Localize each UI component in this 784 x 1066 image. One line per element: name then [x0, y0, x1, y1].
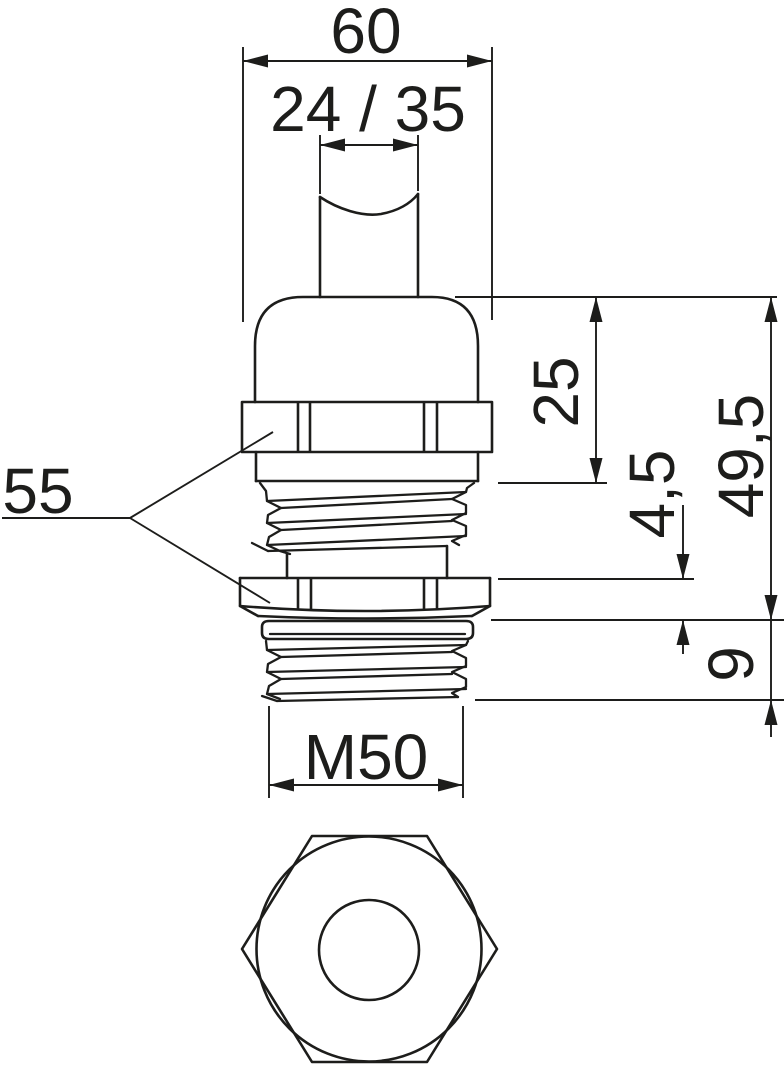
lower-thread: [260, 639, 470, 703]
cable-stub-outline: [318, 192, 420, 299]
upper-section-height-label: 25: [520, 356, 592, 427]
arrowhead-left: [320, 138, 345, 152]
leader-line: [129, 517, 271, 604]
arrowhead-down: [764, 595, 778, 620]
locknut-height-label: 4,5: [616, 450, 688, 539]
arrowhead-up: [589, 297, 603, 322]
thread-line: [265, 643, 468, 652]
lower-hex-nut: [238, 576, 492, 620]
dim-thread-size: [268, 706, 464, 798]
bottom-view: [240, 834, 499, 1064]
arrowhead-left: [269, 778, 294, 792]
arrowhead-right: [393, 138, 418, 152]
dim-spanner-size-leader: [2, 431, 274, 604]
thread-line: [265, 534, 468, 547]
cable-bore-circle: [317, 898, 421, 1002]
arrowhead-down: [676, 554, 690, 579]
lower-nut-left-edge: [238, 576, 260, 618]
clamping-range-label: 24 / 35: [270, 73, 466, 145]
reference-lines: [455, 296, 784, 701]
thread-line: [279, 650, 454, 659]
spanner-size-label: 55: [2, 455, 73, 527]
dim-overall-length-and-thread-length: [764, 297, 778, 737]
washer-outline: [260, 619, 475, 641]
neck-section: [285, 544, 449, 580]
lower-nut-chamfer-arc: [238, 604, 492, 613]
thread-runout-bottom: [266, 544, 449, 553]
dim-upper-section-height: [589, 297, 603, 483]
arrowhead-up: [764, 700, 778, 725]
overall-length-label: 49,5: [705, 394, 777, 519]
cable-break-wave: [318, 192, 420, 216]
arrowhead-down: [589, 458, 603, 483]
thread-line: [279, 672, 454, 681]
thread-line: [279, 519, 454, 532]
thread-length-label: 9: [695, 646, 767, 682]
upper-thread: [250, 481, 476, 556]
upper-hex-nut: [240, 400, 494, 454]
lower-nut-right-edge: [470, 576, 492, 618]
thread-line: [265, 512, 468, 525]
arrowhead-up: [676, 620, 690, 645]
thread-line: [265, 665, 468, 674]
thread-runout-tail: [250, 541, 270, 553]
sealing-washer: [260, 619, 475, 641]
arrowhead-left: [243, 54, 268, 68]
hexagon-outline: [240, 834, 499, 1064]
thread-line: [265, 490, 468, 503]
lower-nut-bottom-edge: [256, 614, 474, 620]
thread-line: [265, 687, 468, 696]
dim-locknut-height: [676, 505, 690, 654]
overall-width-label: 60: [330, 0, 401, 67]
arrowhead-up: [764, 297, 778, 322]
body-section: [254, 450, 480, 483]
dome-cap-outline: [253, 295, 480, 404]
upper-nut-body: [240, 400, 494, 454]
arrowhead-right: [467, 54, 492, 68]
thread-size-label: M50: [304, 721, 429, 793]
chamfer-circle: [255, 835, 483, 1063]
dim-clamping-range: [319, 135, 419, 194]
thread-runout-bottom: [275, 695, 460, 703]
thread-line: [279, 497, 454, 510]
side-view: [238, 192, 494, 703]
arrowhead-right: [438, 778, 463, 792]
thread-runout-tail: [260, 694, 279, 703]
dim-overall-width: [242, 47, 493, 322]
